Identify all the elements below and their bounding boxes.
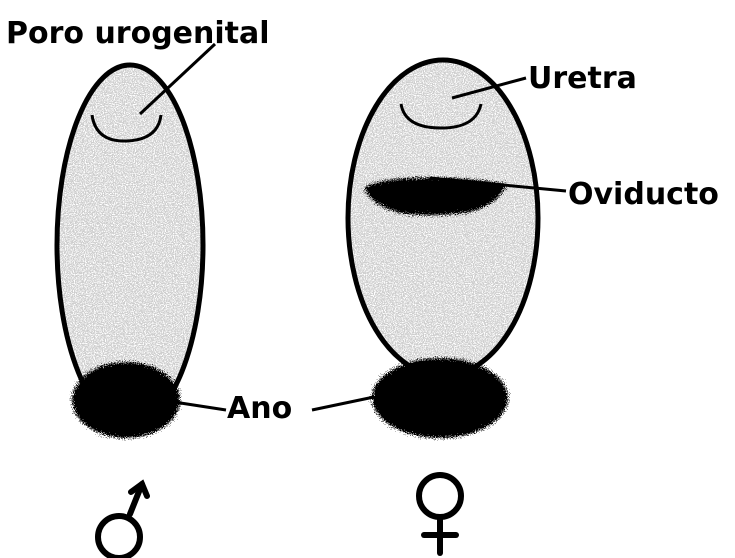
label-anus: Ano [227,391,292,426]
label-oviduct: Oviducto [568,177,719,212]
male-specimen [57,65,203,438]
label-urethra: Uretra [528,61,637,96]
female-specimen [348,60,538,438]
female-sign-icon [419,475,461,553]
label-urogenital-pore: Poro urogenital [6,16,270,51]
male-sign-icon [98,484,147,558]
leader-anus-male [174,402,226,410]
male-anus [72,362,180,438]
leader-anus-female [312,397,374,410]
female-anus [372,358,508,438]
